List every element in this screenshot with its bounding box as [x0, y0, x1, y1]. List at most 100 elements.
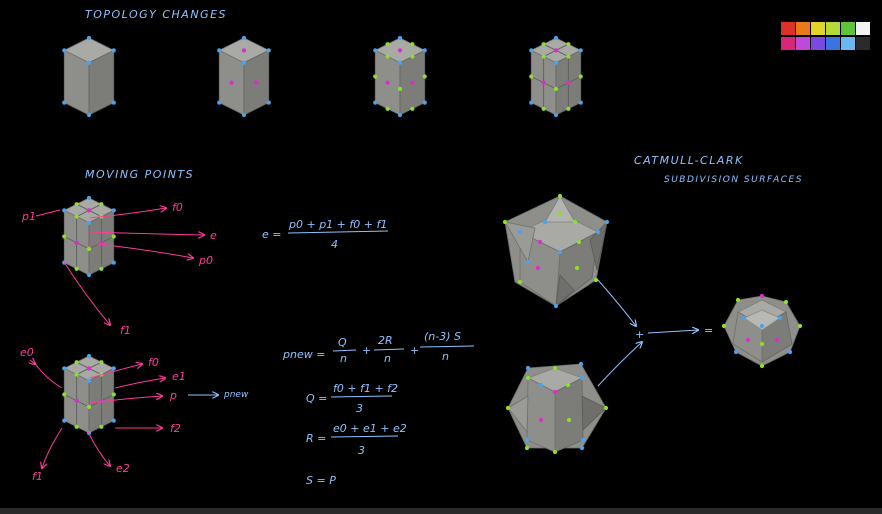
vertex-point: [422, 100, 427, 105]
palette-swatch[interactable]: [811, 22, 825, 35]
vertex-point: [86, 35, 92, 41]
palette-swatch[interactable]: [826, 37, 840, 50]
subdivision-point: [777, 315, 783, 321]
edge-point: [410, 106, 415, 111]
subdivision-point: [565, 382, 571, 388]
subdivision-point: [579, 375, 585, 381]
palette-swatch[interactable]: [811, 37, 825, 50]
cube-illustrations: [62, 35, 583, 436]
subdivision-point-markers: [502, 193, 803, 455]
new-point-formula: pnew = Q n + 2R n + (n-3) S n: [282, 330, 475, 365]
catmull-clark-heading: CATMULL-CLARK: [634, 154, 744, 167]
vertex-point: [553, 112, 559, 118]
edge-point: [74, 372, 79, 377]
face-point: [566, 80, 571, 85]
palette-swatch[interactable]: [841, 22, 855, 35]
subdivision-point: [604, 219, 610, 225]
subdivision-point: [538, 382, 544, 388]
vertex-point: [578, 48, 583, 53]
cube-face-points: [217, 35, 271, 118]
edge-point: [62, 392, 67, 397]
vertex-point: [111, 100, 116, 105]
palette-swatch[interactable]: [781, 37, 795, 50]
label-e1: e1: [172, 370, 186, 383]
label-f0-new: f0: [148, 356, 159, 369]
edge-point: [541, 54, 546, 59]
vertex-point: [86, 220, 92, 225]
palette-swatch[interactable]: [781, 22, 795, 35]
face-point: [254, 80, 259, 85]
subdivision-point: [505, 405, 511, 411]
subdivision-point: [552, 365, 558, 371]
label-e0: e0: [20, 346, 34, 359]
edge-point: [385, 54, 390, 59]
e-formula-lhs: e =: [262, 228, 281, 241]
edge-point: [99, 360, 104, 365]
palette-swatch[interactable]: [856, 22, 870, 35]
face-point: [241, 48, 247, 53]
label-e: e: [210, 229, 217, 242]
subdivided-result: [723, 295, 801, 367]
vertex-point: [529, 48, 534, 53]
r-numerator: e0 + e1 + e2: [333, 422, 407, 435]
label-f2: f2: [170, 422, 181, 435]
new-point-annotations: e0 f0 e1 p pnew f2 f1 e2: [20, 346, 249, 483]
plus-1: +: [362, 344, 371, 357]
subdivision-point: [593, 277, 599, 283]
e-formula-numerator: p0 + p1 + f0 + f1: [288, 218, 387, 231]
vertex-point: [111, 366, 116, 371]
face-point: [229, 80, 234, 85]
vertex-point: [86, 112, 92, 118]
palette-swatch[interactable]: [796, 22, 810, 35]
edge-point: [74, 360, 79, 365]
edge-point: [410, 42, 415, 47]
vertex-point: [62, 100, 67, 105]
vertex-point: [86, 60, 92, 65]
vertex-point: [266, 48, 271, 53]
term3-numerator: (n-3) S: [424, 330, 461, 343]
q-denominator: 3: [356, 402, 363, 415]
palette-swatch[interactable]: [796, 37, 810, 50]
r-formula: R = e0 + e1 + e2 3: [306, 422, 407, 457]
vertex-point: [111, 48, 116, 53]
face-point: [86, 208, 92, 213]
subdivision-point: [552, 449, 558, 455]
subdivision-point: [517, 279, 523, 285]
edge-point: [86, 404, 92, 409]
edge-point: [74, 424, 79, 429]
bottom-bar: [0, 508, 882, 514]
subdivision-surfaces-heading: SUBDIVISION SURFACES: [664, 175, 803, 185]
subdivision-point: [552, 389, 558, 395]
edge-point: [566, 42, 571, 47]
subdivision-point: [759, 363, 765, 369]
q-formula: Q = f0 + f1 + f2 3: [306, 382, 398, 415]
vertex-point: [241, 112, 247, 118]
term1-denominator: n: [340, 352, 347, 365]
subdivision-point: [538, 417, 544, 423]
edge-point: [385, 106, 390, 111]
vertex-point: [397, 112, 403, 118]
combine-plus: +: [635, 328, 644, 341]
face-point: [385, 80, 390, 85]
subdivision-point: [574, 265, 580, 271]
term2-numerator: 2R: [378, 334, 393, 347]
face-point: [86, 366, 92, 371]
edge-point: [422, 74, 427, 79]
label-pnew: pnew: [223, 390, 249, 400]
subdivision-point: [566, 417, 572, 423]
subdivision-point: [525, 259, 531, 265]
edge-point: [385, 42, 390, 47]
palette-swatch[interactable]: [856, 37, 870, 50]
vertex-point: [529, 100, 534, 105]
subdivision-point: [557, 249, 563, 255]
palette-swatch[interactable]: [826, 22, 840, 35]
subdivision-point: [741, 315, 747, 321]
term2-denominator: n: [384, 352, 391, 365]
edge-point: [86, 246, 92, 251]
subdivision-point: [733, 349, 739, 355]
edge-point: [529, 74, 534, 79]
star-shape-upper: [504, 195, 608, 308]
label-e2: e2: [116, 462, 130, 475]
palette-swatch[interactable]: [841, 37, 855, 50]
